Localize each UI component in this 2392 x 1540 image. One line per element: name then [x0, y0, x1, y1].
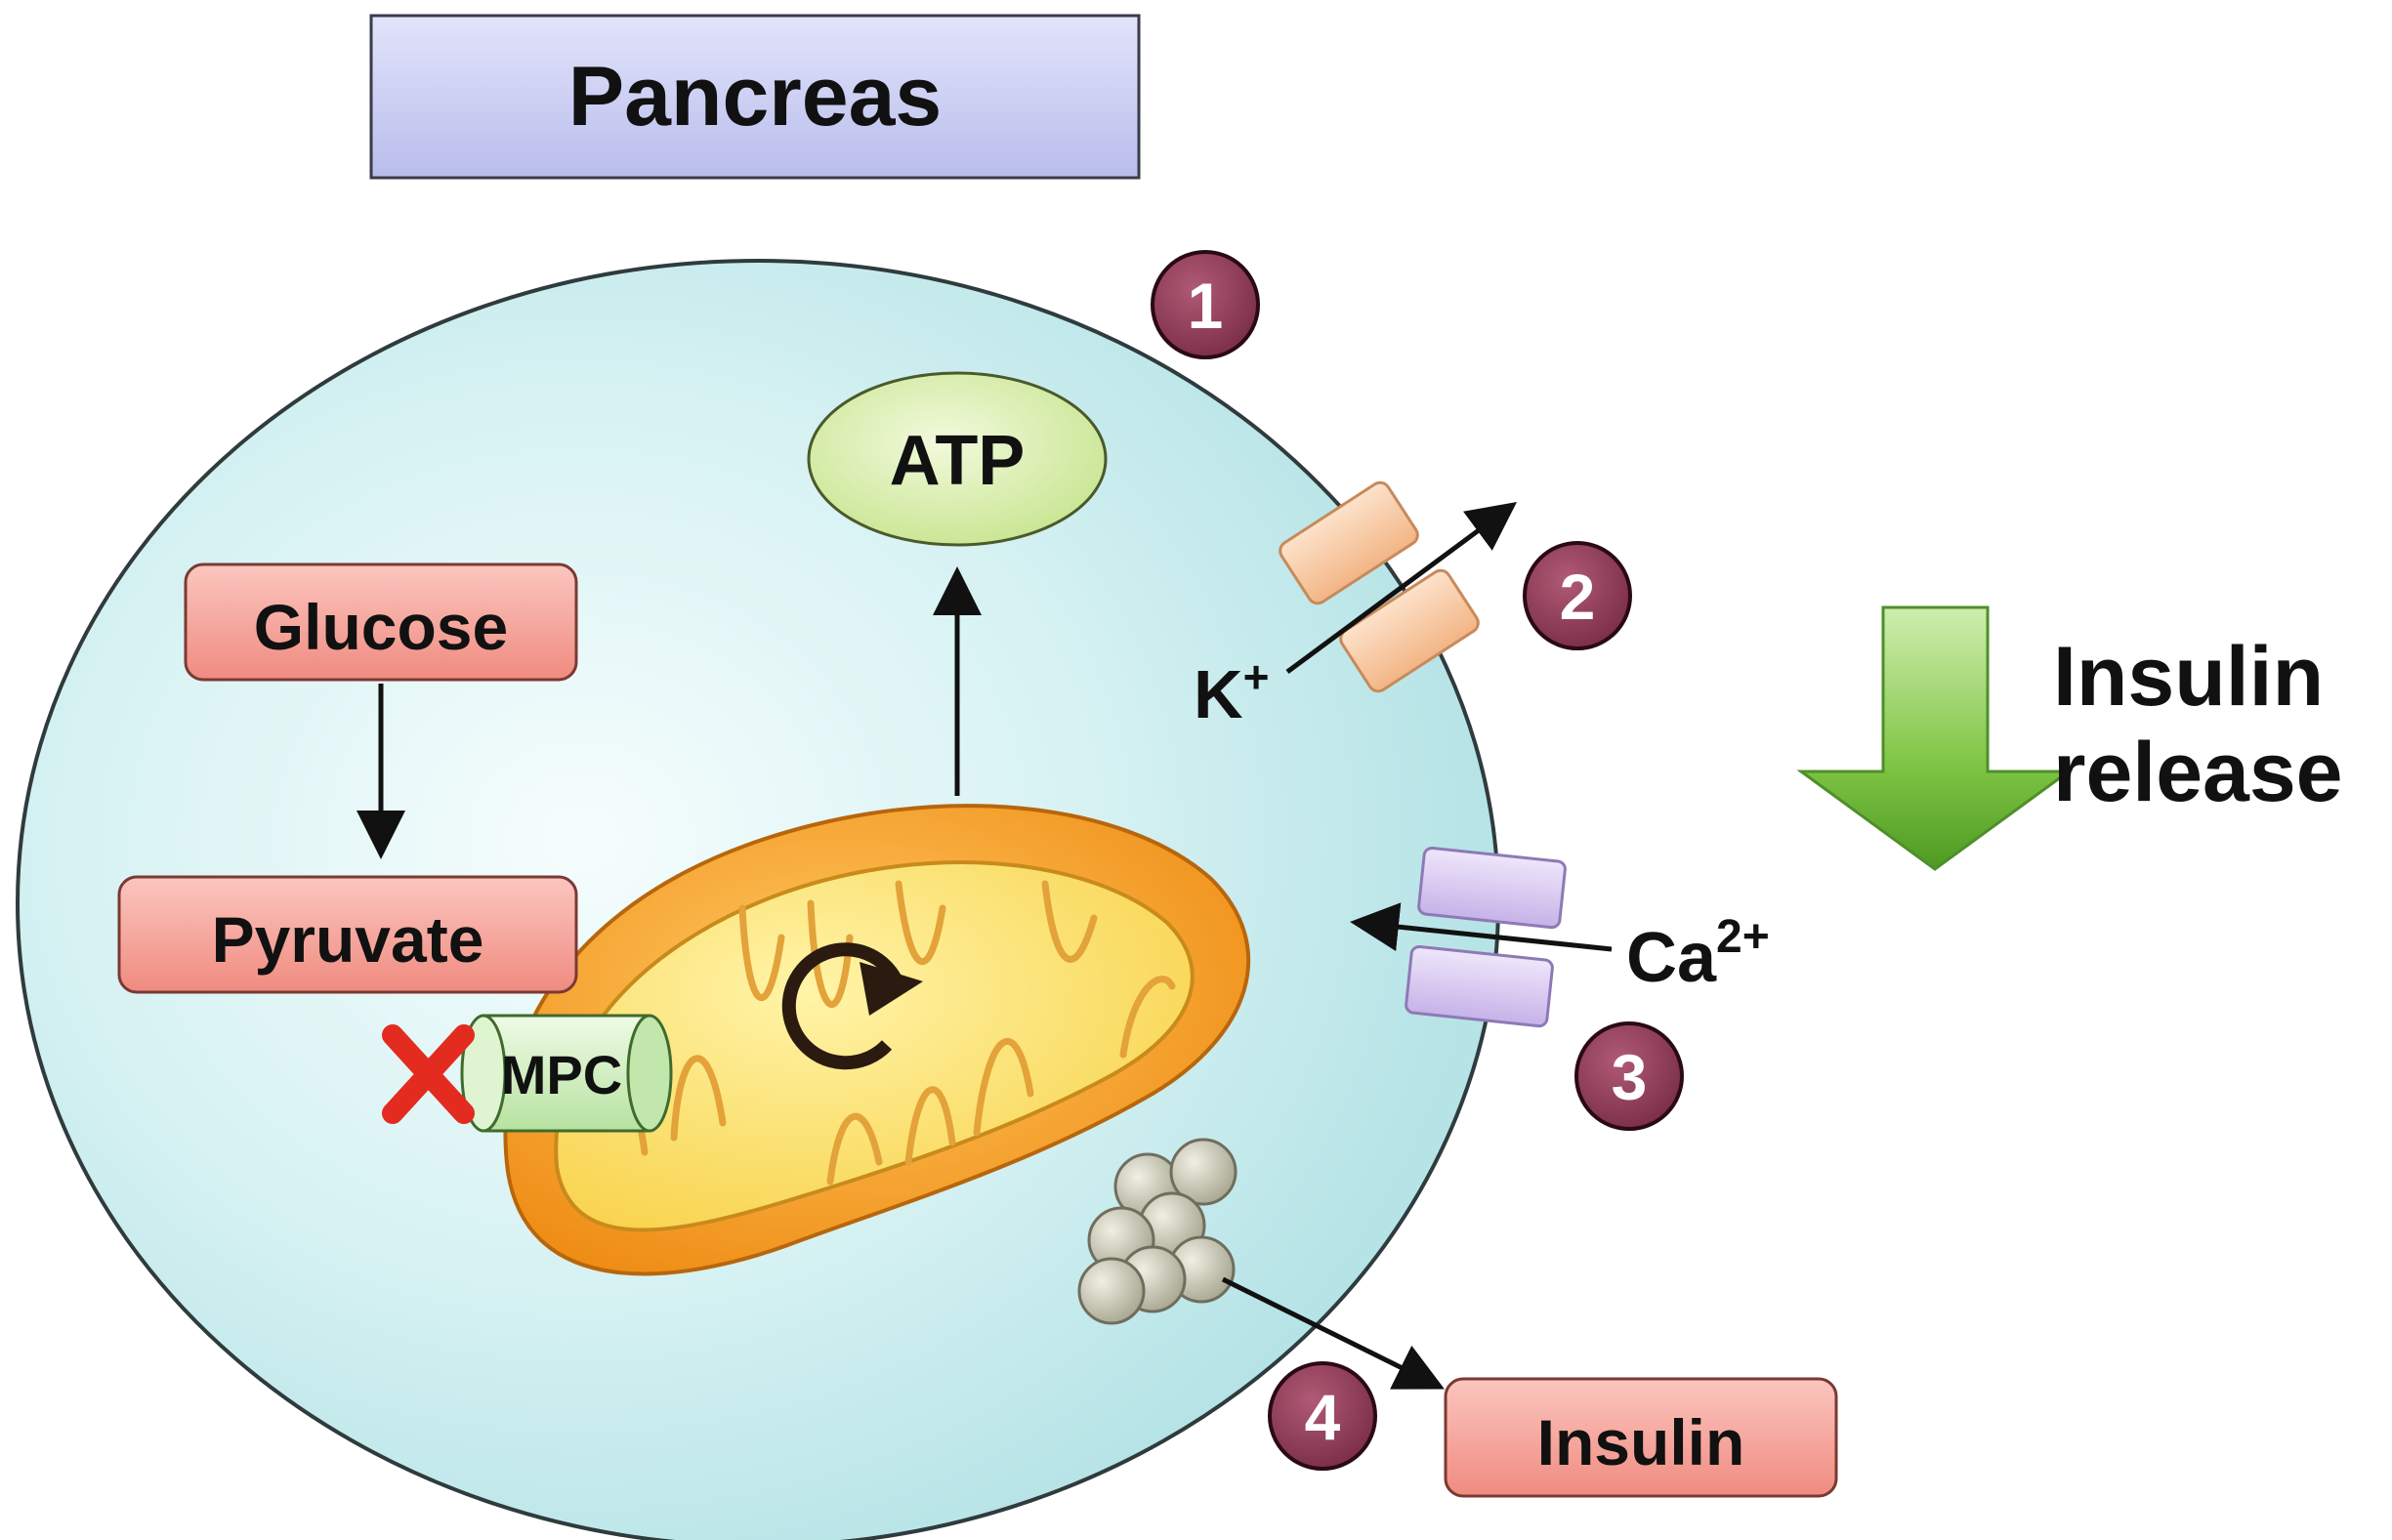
step-4-badge: 4 [1268, 1361, 1377, 1471]
potassium-label: K+ [1194, 651, 1269, 732]
calcium-label: Ca2+ [1626, 911, 1770, 997]
title-text: Pancreas [568, 50, 943, 144]
glucose-label: Glucose [254, 591, 508, 663]
step-1-badge: 1 [1151, 250, 1260, 359]
atp-oval: ATP [807, 371, 1108, 547]
insulin-box: Insulin [1444, 1377, 1838, 1498]
insulin-label: Insulin [1537, 1406, 1745, 1478]
calcium-influx-arrow [1350, 902, 1613, 952]
insulin-release-arrow-icon [1796, 605, 2074, 871]
insulin-release-line1: Insulin [2053, 630, 2324, 724]
potassium-efflux-arrow [1285, 502, 1518, 675]
insulin-granules [1077, 1138, 1238, 1325]
title-box: Pancreas [369, 14, 1141, 180]
insulin-secretion-arrow [1221, 1276, 1445, 1390]
atp-label: ATP [890, 422, 1026, 500]
potassium-channel [1279, 480, 1480, 693]
step-3-number: 3 [1612, 1041, 1648, 1113]
blocked-x-icon [382, 1024, 475, 1124]
insulin-release-line2: release [2053, 726, 2343, 819]
calcium-channel [1405, 846, 1567, 1028]
mpc-label: MPC [501, 1044, 622, 1105]
step-3-badge: 3 [1574, 1021, 1684, 1131]
pyruvate-box: Pyruvate [117, 875, 578, 994]
cycle-arrow-icon [781, 942, 923, 1070]
pyruvate-label: Pyruvate [212, 903, 484, 976]
mpc-transporter: MPC [460, 1014, 673, 1133]
step-4-number: 4 [1305, 1381, 1341, 1453]
step-2-number: 2 [1560, 561, 1596, 633]
step-2-badge: 2 [1523, 541, 1632, 650]
step-1-number: 1 [1188, 270, 1224, 342]
glucose-box: Glucose [184, 562, 578, 682]
